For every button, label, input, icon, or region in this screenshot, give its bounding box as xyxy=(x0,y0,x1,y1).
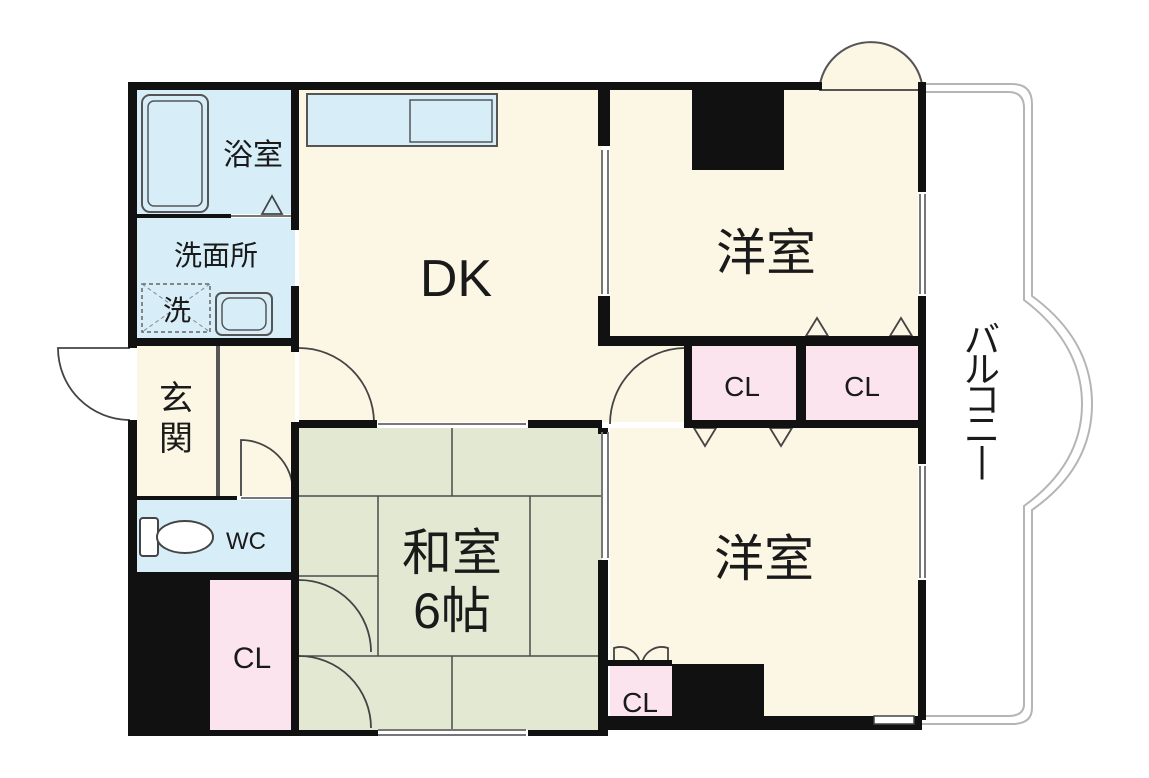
western-top-label: 洋室 xyxy=(716,225,816,281)
toilet xyxy=(139,517,214,557)
kitchen-counter xyxy=(306,93,498,147)
window-lines xyxy=(231,150,926,736)
tatami-lines xyxy=(299,428,602,730)
closet-mid-left-label: CL xyxy=(724,371,760,402)
washer-label: 洗 xyxy=(163,295,191,326)
balcony-outline xyxy=(922,83,1094,725)
wash-basin xyxy=(215,292,273,336)
entrance-label: 玄関 xyxy=(159,380,193,458)
bay-window xyxy=(819,41,923,91)
dk-label: DK xyxy=(420,250,493,308)
closet-left-label: CL xyxy=(233,642,271,675)
washitsu-floor xyxy=(299,428,602,730)
closet-mid-right-floor xyxy=(806,346,918,422)
closet-left-floor xyxy=(210,580,295,730)
washitsu-name-label: 和室 xyxy=(402,525,502,581)
balcony-label: バルコニ| xyxy=(964,319,1000,480)
bath-label: 浴室 xyxy=(223,139,283,172)
wc-label: WC xyxy=(226,528,266,555)
washer-space xyxy=(141,283,211,333)
bathtub xyxy=(141,94,209,213)
walls xyxy=(128,82,926,736)
dk-lower-floor xyxy=(602,346,684,422)
shoe-cabinet xyxy=(216,346,220,496)
washroom-label: 洗面所 xyxy=(174,240,258,271)
washitsu-size-label: 6帖 xyxy=(413,583,491,639)
closet-bottom-label: CL xyxy=(622,687,658,718)
western-bottom-label: 洋室 xyxy=(714,531,814,587)
closet-mid-left-floor xyxy=(690,346,796,422)
closet-mid-right-label: CL xyxy=(844,371,880,402)
